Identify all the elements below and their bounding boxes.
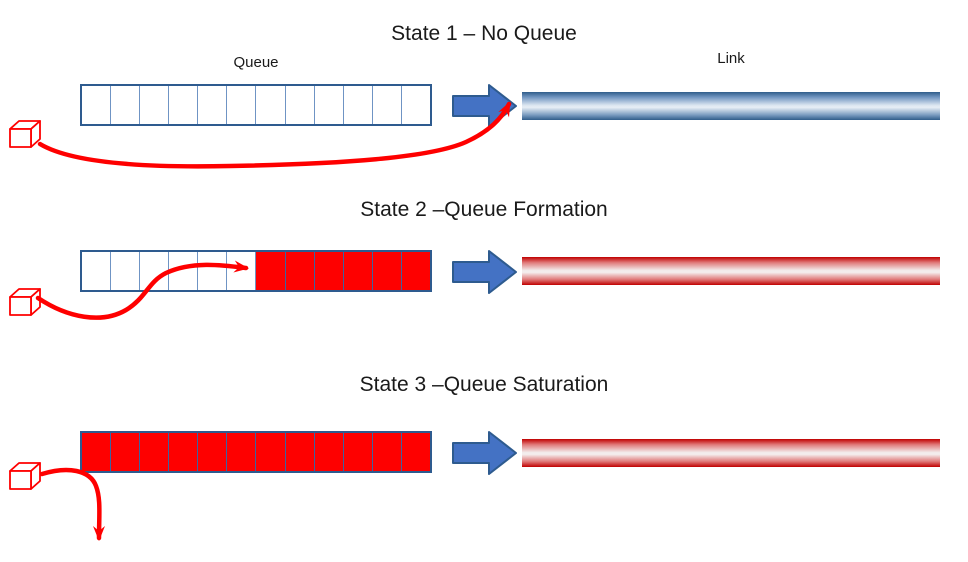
queue-cell [315,86,344,124]
link-bar-state-2 [522,257,940,285]
link-bar-state-1 [522,92,940,120]
flow-arrow-icon-state-2 [452,250,517,294]
queue-cell [111,252,141,290]
queue-cell [256,433,286,471]
queue-cell [140,252,170,290]
queue-cell [256,252,286,290]
state-2-title: State 2 –Queue Formation [360,198,608,221]
queue-cell [401,252,430,290]
queue-cell [227,252,257,290]
queue-cell [198,433,228,471]
state-1-title: State 1 – No Queue [391,22,577,45]
flow-arrow-icon-state-1 [452,84,517,128]
queue-cell [111,433,141,471]
queue-cell [286,86,315,124]
queue-cell [372,252,402,290]
queue-cell [169,433,199,471]
queue-cell [82,252,112,290]
queue-cell [82,433,112,471]
queue-cell [285,433,315,471]
packet-drop-arrow-state-3 [39,467,106,541]
queue-cell [169,86,199,124]
queue-cell [401,433,430,471]
queue-cell [314,433,344,471]
link-bar-state-3 [522,439,940,467]
packet-cube-icon-state-2 [9,288,41,316]
queue-cell [343,433,373,471]
queue-cell [140,433,170,471]
queue-cell [372,433,402,471]
queue-box-state-3 [80,431,432,473]
queue-cell [140,86,170,124]
queue-label: Queue [233,54,279,71]
queue-cell [314,252,344,290]
queue-cell [111,86,141,124]
queue-cell [198,86,228,124]
queue-cell [227,86,257,124]
queue-cell [402,86,430,124]
queue-cell [82,86,112,124]
queue-cell [373,86,402,124]
packet-cube-icon-state-3 [9,462,41,490]
queue-cell [256,86,286,124]
queue-cell [169,252,199,290]
state-3-title: State 3 –Queue Saturation [359,373,609,396]
packet-cube-icon-state-1 [9,120,41,148]
queue-box-state-1 [80,84,432,126]
flow-arrow-icon-state-3 [452,431,517,475]
queue-cell [344,86,373,124]
queue-cell [227,433,257,471]
queue-cell [285,252,315,290]
link-label: Link [717,50,745,67]
queue-box-state-2 [80,250,432,292]
queue-cell [343,252,373,290]
queue-cell [198,252,228,290]
